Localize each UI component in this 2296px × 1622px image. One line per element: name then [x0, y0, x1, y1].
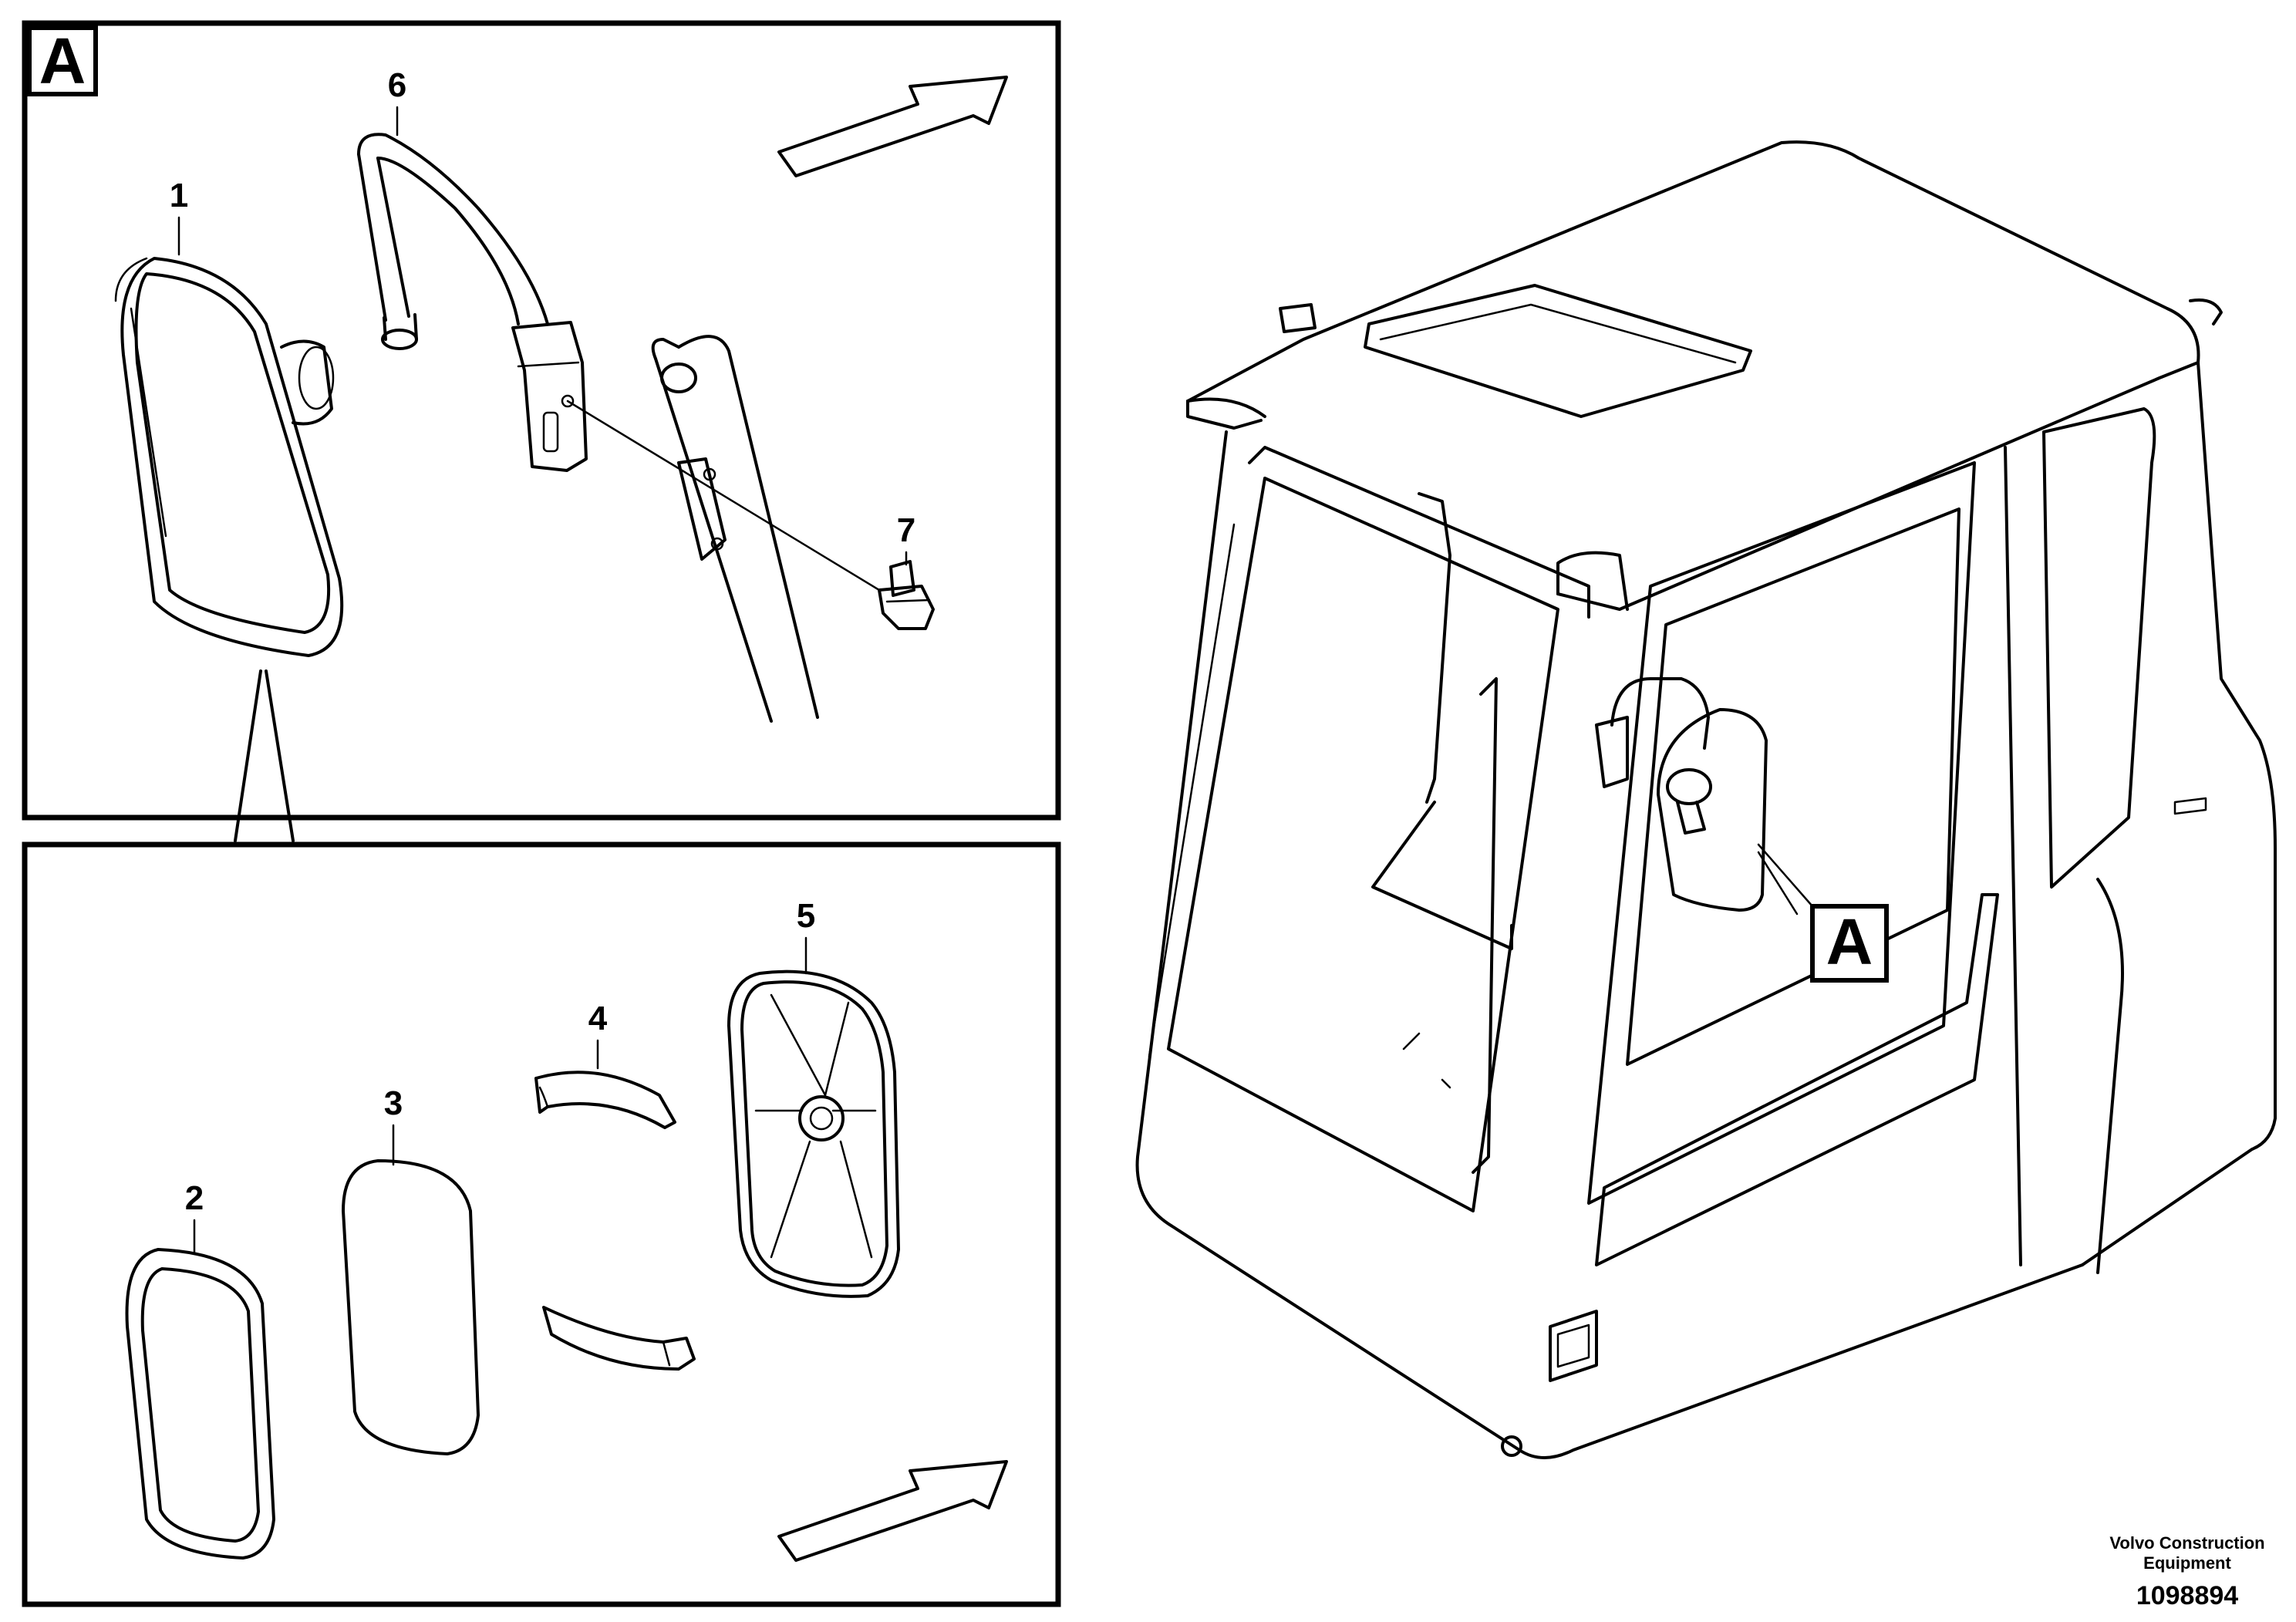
part-6-mirror-arm	[357, 133, 588, 472]
svg-text:1: 1	[170, 177, 188, 214]
part-label-7: 7	[897, 511, 915, 566]
footer-block: Volvo Construction Equipment 1098894	[2109, 1533, 2264, 1610]
svg-text:7: 7	[897, 511, 915, 549]
part-label-4: 4	[588, 1000, 608, 1070]
svg-text:5: 5	[797, 897, 815, 935]
part-2-mirror-frame	[125, 1248, 275, 1560]
manufacturer-line-2: Equipment	[2143, 1553, 2231, 1573]
svg-text:3: 3	[384, 1084, 403, 1122]
svg-text:4: 4	[588, 1000, 608, 1037]
detail-box-lower	[22, 841, 1061, 1607]
callout-label-a: A	[1826, 905, 1873, 978]
part-5-mirror-housing	[727, 969, 900, 1298]
cab-illustration	[1135, 140, 2277, 1459]
svg-text:6: 6	[388, 66, 406, 104]
view-callout-a: A	[1810, 904, 1889, 983]
manufacturer-line-1: Volvo Construction	[2109, 1533, 2264, 1553]
part-label-3: 3	[384, 1084, 403, 1166]
part-label-1: 1	[170, 177, 188, 256]
part-1-mirror-assembly	[114, 257, 344, 657]
direction-arrow-upper	[777, 76, 1008, 177]
part-labels: 1 2 3 4 5 6 7	[170, 66, 915, 1255]
document-number: 1098894	[2136, 1581, 2238, 1610]
part-4-clips	[534, 1071, 696, 1371]
part-label-5: 5	[797, 897, 815, 975]
view-label-a: A	[39, 25, 86, 97]
part-7-bolt	[878, 560, 935, 630]
svg-text:2: 2	[185, 1179, 204, 1217]
direction-arrow-lower	[777, 1460, 1008, 1562]
box-connector	[230, 669, 295, 842]
detail-box-upper: A	[22, 20, 1061, 821]
part-3-mirror-glass	[342, 1159, 480, 1455]
assembly-leader-line	[566, 400, 881, 592]
part-label-6: 6	[388, 66, 406, 137]
part-label-2: 2	[185, 1179, 204, 1255]
cab-bracket-post	[651, 335, 819, 723]
